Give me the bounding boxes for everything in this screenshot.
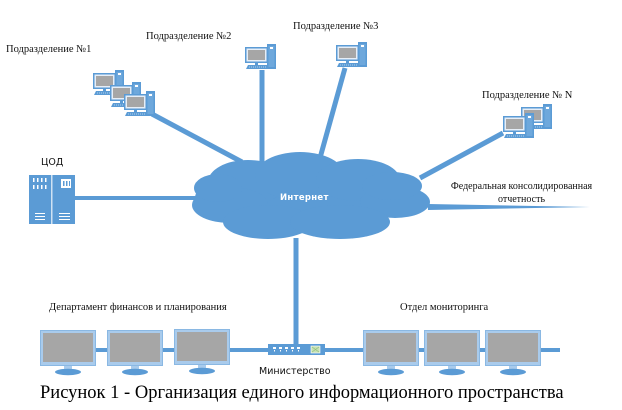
monitoring-monitors [362, 329, 542, 376]
subdivision-1-label: Подразделение №1 [6, 44, 92, 55]
workstation-icon [335, 41, 368, 68]
figure-caption: Рисунок 1 - Организация единого информац… [40, 383, 564, 403]
workstation-icon [123, 90, 156, 117]
subdivision-2-label: Подразделение №2 [146, 31, 232, 42]
server-rack-icon [29, 175, 75, 224]
link-subdivision-3-internet [317, 67, 348, 159]
subdivision-3-label: Подразделение №3 [293, 21, 379, 32]
internet-label: Интернет [280, 193, 329, 203]
monitor-icon [484, 329, 542, 376]
workstation-group-icon [92, 69, 156, 117]
workstation-group-icon [502, 103, 553, 139]
finance-monitors [39, 328, 231, 376]
workstation-icon [502, 112, 535, 139]
data-center-label: ЦОД [41, 157, 64, 168]
monitor-icon [173, 328, 231, 375]
subdivision-n-label: Подразделение № N [482, 90, 573, 101]
monitoring-department-label: Отдел мониторинга [400, 302, 489, 313]
link-subdivision-1-internet [150, 111, 244, 165]
federal-reporting-link [428, 204, 590, 210]
monitor-icon [423, 329, 481, 376]
workstation-icon [244, 43, 277, 70]
finance-department-label: Департамент финансов и планирования [49, 302, 227, 313]
federal-reporting-label: Федеральная консолидированная отчетность [450, 181, 593, 205]
cloud-icon [192, 152, 430, 239]
monitor-icon [362, 329, 420, 376]
monitor-icon [106, 329, 164, 376]
link-subdivision-n-internet [418, 130, 505, 181]
network-switch-icon [268, 344, 325, 355]
ministry-label: Министерство [259, 366, 331, 377]
monitor-icon [39, 329, 97, 376]
